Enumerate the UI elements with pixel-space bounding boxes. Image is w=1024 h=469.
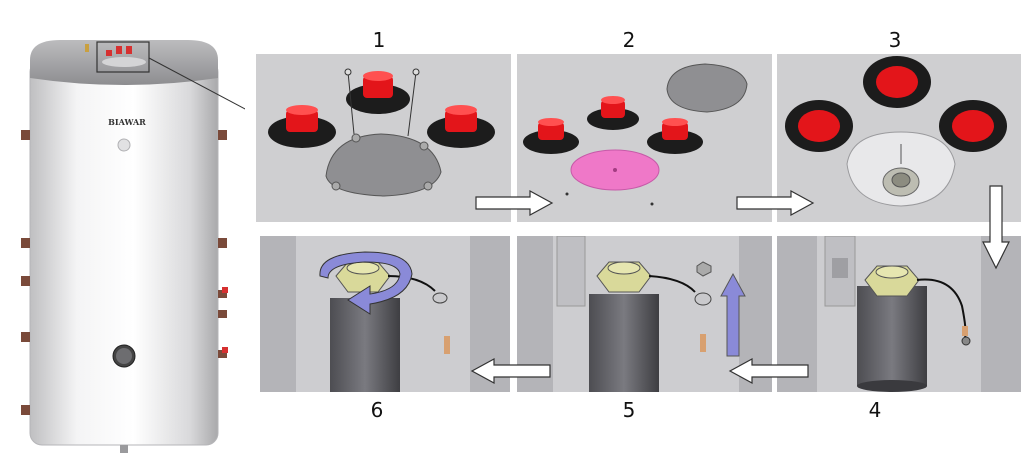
- step-1-number: 1: [372, 28, 386, 52]
- step-3-number: 3: [888, 28, 902, 52]
- cap-left: [785, 100, 853, 152]
- anode-opening: [846, 131, 956, 207]
- cap-right: [939, 100, 1007, 152]
- arrow-4-to-5: [728, 358, 809, 384]
- cap-left: [523, 118, 579, 154]
- brand-label: BIAWAR: [108, 117, 146, 127]
- cap-center: [346, 71, 410, 114]
- step-2-panel: [517, 54, 772, 222]
- arrow-3-to-4: [982, 185, 1010, 270]
- step-4-number: 4: [868, 398, 882, 422]
- cap-top: [863, 56, 931, 108]
- cap-center: [587, 96, 639, 130]
- cap-left: [268, 105, 336, 148]
- step-6-number: 6: [370, 398, 384, 422]
- step-6-panel: [260, 236, 510, 392]
- water-heater: BIAWAR: [21, 40, 245, 453]
- step-3-panel: [777, 54, 1021, 222]
- step-4-panel: [777, 236, 1021, 392]
- up-arrow: [720, 272, 746, 357]
- step-5-number: 5: [622, 398, 636, 422]
- arrow-1-to-2: [475, 190, 554, 216]
- cap-right: [427, 105, 495, 148]
- cover-plate: [325, 133, 442, 197]
- rotate-arrow: [319, 251, 413, 315]
- cap-right: [647, 118, 703, 154]
- arrow-5-to-6: [470, 358, 551, 384]
- step-1-panel: [256, 54, 511, 222]
- step-2-number: 2: [622, 28, 636, 52]
- arrow-2-to-3: [736, 190, 815, 216]
